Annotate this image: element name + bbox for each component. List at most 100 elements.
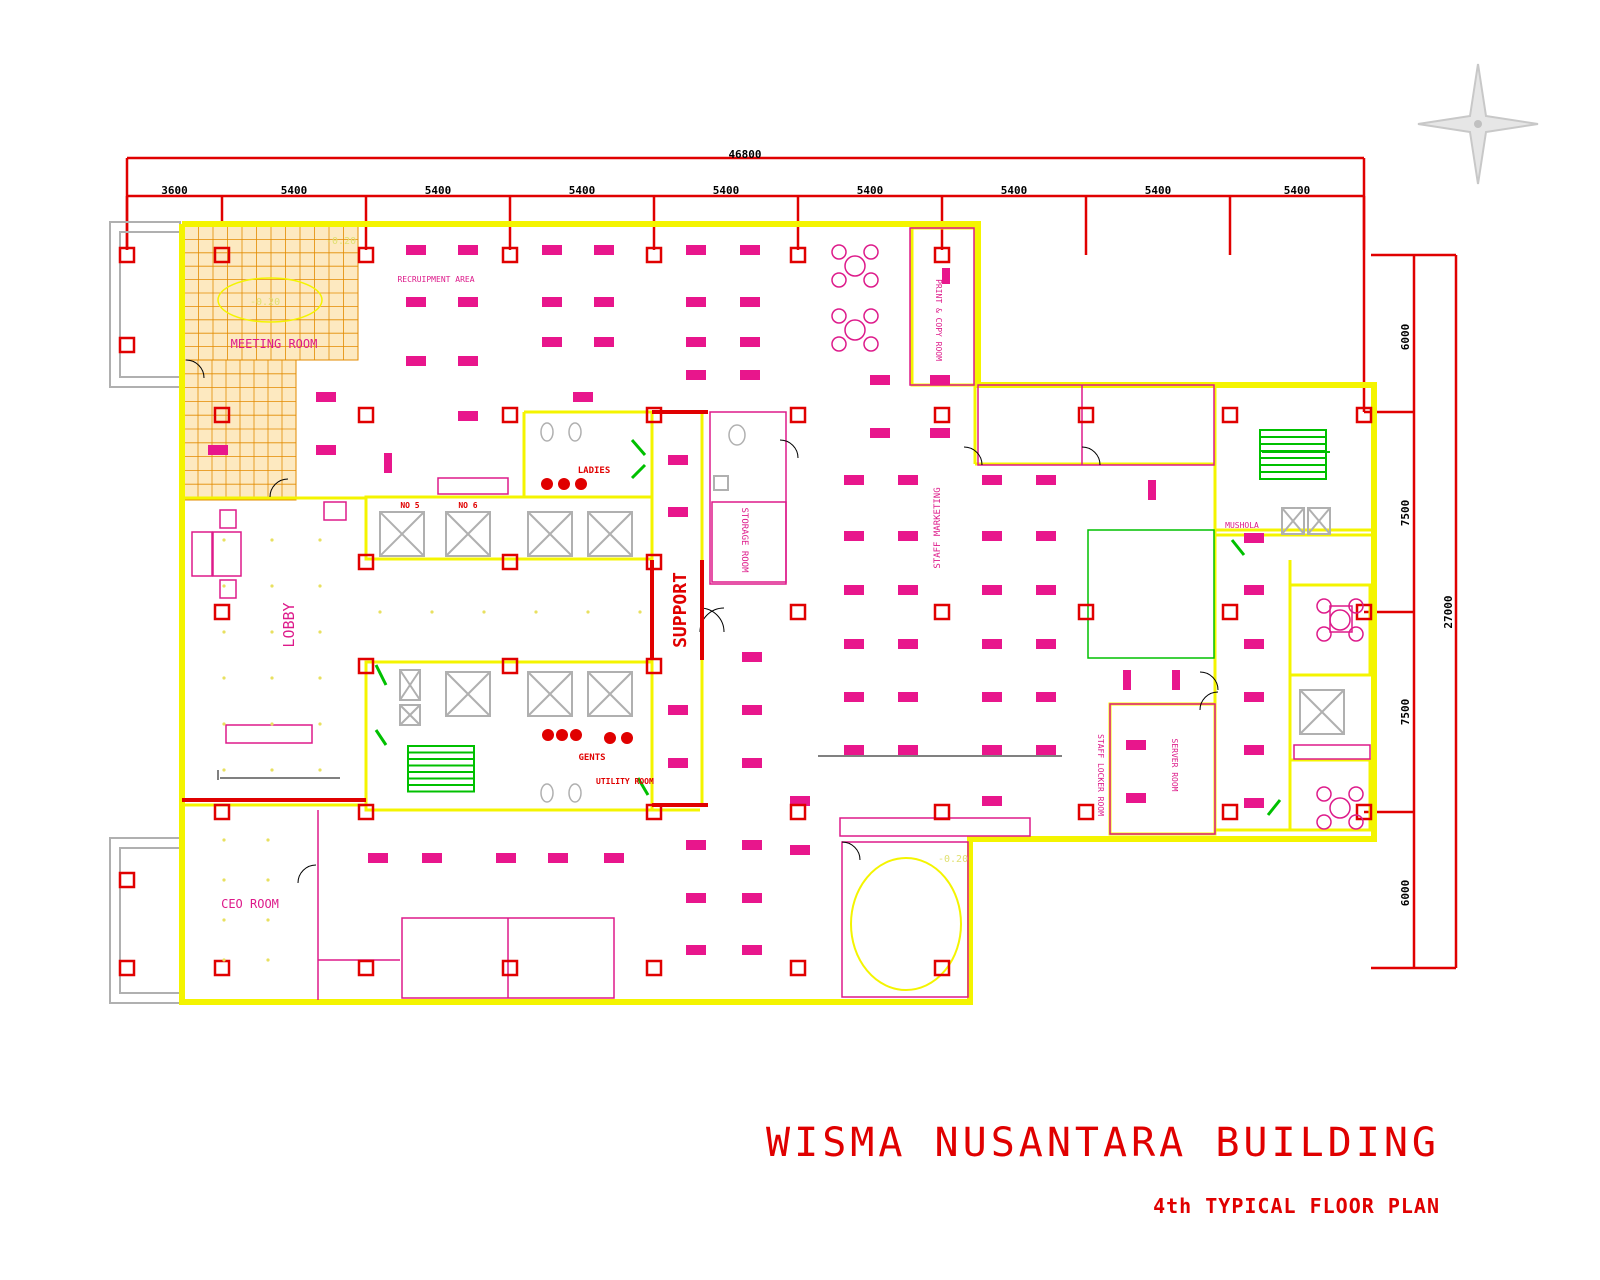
lift-box bbox=[527, 511, 573, 557]
light bbox=[270, 584, 274, 588]
desk bbox=[844, 475, 864, 485]
column bbox=[789, 803, 807, 821]
stairs bbox=[407, 429, 1330, 793]
light bbox=[222, 958, 226, 962]
desk bbox=[790, 845, 810, 855]
desk bbox=[742, 705, 762, 715]
lift-cross bbox=[1307, 507, 1331, 535]
door-swings bbox=[374, 439, 1282, 816]
lift-cross bbox=[1299, 689, 1345, 735]
column bbox=[789, 959, 807, 977]
interior-walls bbox=[182, 226, 1375, 836]
column bbox=[501, 553, 519, 571]
light bbox=[266, 878, 270, 882]
column bbox=[118, 246, 136, 264]
light bbox=[482, 610, 486, 614]
desk bbox=[594, 337, 614, 347]
column bbox=[789, 246, 807, 264]
chair bbox=[1348, 626, 1364, 642]
chair bbox=[831, 244, 847, 260]
column bbox=[933, 803, 951, 821]
compass-star-icon bbox=[1417, 63, 1539, 185]
light bbox=[270, 768, 274, 772]
desk bbox=[1036, 475, 1056, 485]
desk bbox=[686, 840, 706, 850]
label-mushola: MUSHOLA bbox=[1225, 521, 1259, 530]
desk bbox=[740, 245, 760, 255]
desk bbox=[406, 245, 426, 255]
desk bbox=[458, 356, 478, 366]
column bbox=[213, 406, 231, 424]
desk bbox=[1036, 745, 1056, 755]
bay-dimension-label: 5400 bbox=[281, 184, 308, 197]
light bbox=[318, 630, 322, 634]
desks bbox=[208, 245, 1264, 955]
bay-dimension-label: 3600 bbox=[161, 184, 188, 197]
stair-tread-frame bbox=[1259, 429, 1327, 480]
oval-table bbox=[850, 857, 962, 991]
desk bbox=[316, 392, 336, 402]
dining-table bbox=[1329, 605, 1353, 633]
light bbox=[222, 722, 226, 726]
lift-box bbox=[587, 671, 633, 717]
lift-cross bbox=[527, 671, 573, 717]
desk bbox=[742, 840, 762, 850]
desk bbox=[668, 455, 688, 465]
chair bbox=[1348, 814, 1364, 830]
light bbox=[266, 838, 270, 842]
light bbox=[318, 768, 322, 772]
desk bbox=[982, 692, 1002, 702]
label-gents: GENTS bbox=[578, 753, 605, 763]
desk bbox=[742, 652, 762, 662]
interior-lines bbox=[217, 755, 1062, 780]
bay-dimension-label: 5400 bbox=[857, 184, 884, 197]
drawing-title: WISMA NUSANTARA BUILDING bbox=[766, 1120, 1440, 1166]
desk-vertical bbox=[1148, 480, 1156, 500]
desk bbox=[982, 796, 1002, 806]
light bbox=[222, 676, 226, 680]
shaft-box bbox=[713, 475, 729, 491]
bay-dimension-label: 5400 bbox=[425, 184, 452, 197]
column bbox=[357, 553, 375, 571]
light bbox=[266, 918, 270, 922]
desk-vertical bbox=[1123, 670, 1131, 690]
desk bbox=[668, 758, 688, 768]
light bbox=[222, 584, 226, 588]
label-lift-6: NO 6 bbox=[458, 501, 477, 510]
desk bbox=[982, 639, 1002, 649]
table-top bbox=[1329, 609, 1351, 631]
desk bbox=[982, 475, 1002, 485]
chair bbox=[863, 244, 879, 260]
label-print-copy-room: PRINT & COPY ROOM bbox=[934, 279, 943, 361]
column bbox=[213, 803, 231, 821]
desk bbox=[668, 507, 688, 517]
column bbox=[933, 959, 951, 977]
dim-depth-2: 7500 bbox=[1399, 699, 1412, 726]
dim-depth-0: 6000 bbox=[1399, 324, 1412, 351]
chair bbox=[1316, 814, 1332, 830]
desk bbox=[844, 692, 864, 702]
round-tables bbox=[831, 244, 1364, 830]
chair bbox=[863, 308, 879, 324]
desk bbox=[1126, 793, 1146, 803]
bay-dimension-label: 5400 bbox=[569, 184, 596, 197]
structural-columns bbox=[118, 246, 1373, 977]
column bbox=[213, 246, 231, 264]
desk bbox=[542, 245, 562, 255]
desk bbox=[548, 853, 568, 863]
column bbox=[501, 246, 519, 264]
column bbox=[645, 657, 663, 675]
lift-box bbox=[527, 671, 573, 717]
desk bbox=[458, 411, 478, 421]
desk bbox=[542, 337, 562, 347]
chair bbox=[863, 336, 879, 352]
light bbox=[222, 918, 226, 922]
light bbox=[222, 878, 226, 882]
light bbox=[222, 838, 226, 842]
desk-vertical bbox=[384, 453, 392, 473]
desk bbox=[870, 375, 890, 385]
lift-cross bbox=[445, 511, 491, 557]
column bbox=[357, 246, 375, 264]
desk bbox=[1126, 740, 1146, 750]
column bbox=[357, 406, 375, 424]
